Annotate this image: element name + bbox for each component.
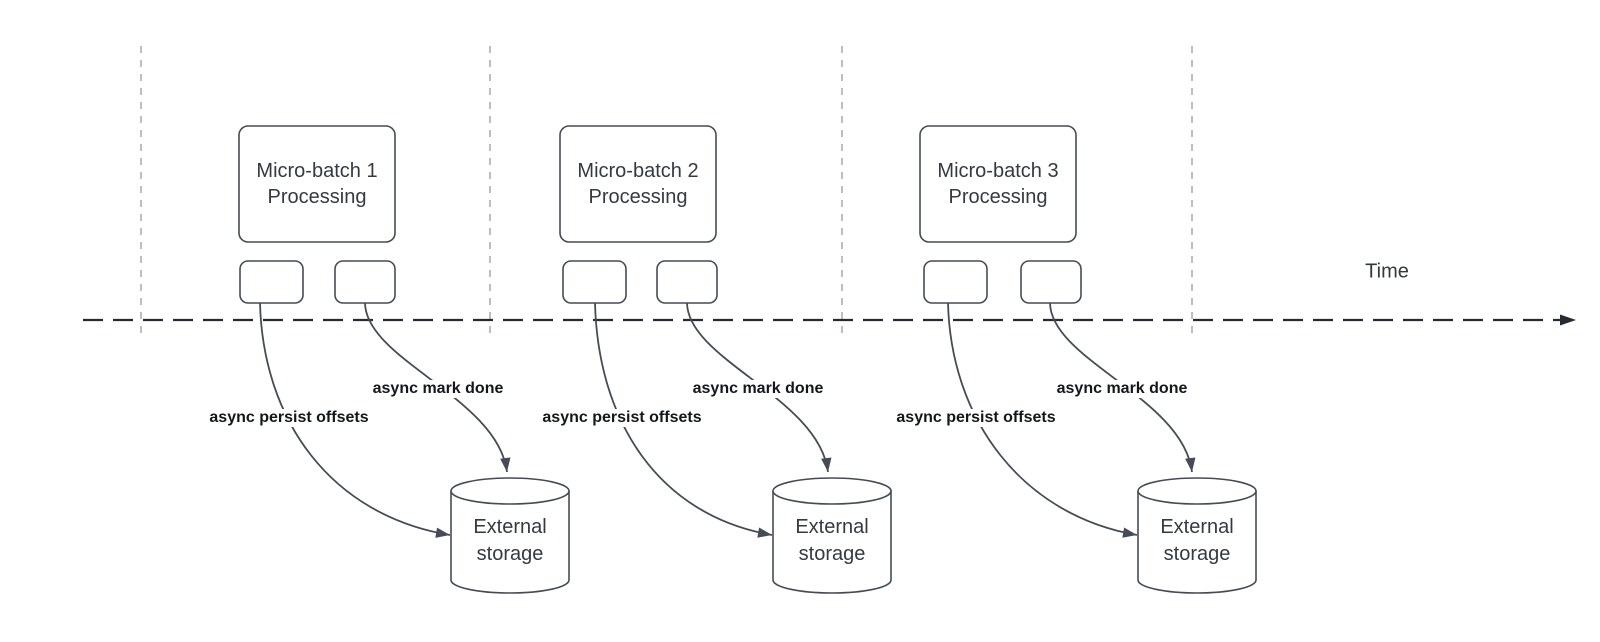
storage-label-line2: storage [476, 543, 544, 565]
storage-label-1: External storage [451, 491, 569, 591]
storage-label-line1: External [473, 516, 547, 538]
offset-task-box-1a [239, 260, 304, 304]
batch-title-line1: Micro-batch 3 [937, 160, 1059, 182]
storage-cylinder-body-2 [772, 491, 892, 594]
persist-offsets-arrow-2 [594, 302, 773, 538]
mark-done-label-3: async mark done [1053, 380, 1191, 398]
offset-task-box-3a [923, 260, 988, 304]
persist-offsets-arrow-1 [259, 302, 451, 538]
persist-offsets-label-3: async persist offsets [893, 409, 1059, 427]
persist-offsets-label-1: async persist offsets [206, 409, 372, 427]
batch-title-line2: Processing [588, 186, 688, 208]
offset-task-box-3b [1020, 260, 1082, 304]
storage-label-line1: External [795, 516, 869, 538]
processing-box-3 [919, 125, 1077, 243]
storage-label-2: External storage [773, 491, 891, 591]
storage-cylinder-top-2 [772, 477, 892, 505]
storage-label-line2: storage [798, 543, 866, 565]
mark-done-label-2: async mark done [689, 380, 827, 398]
storage-cylinder-body-1 [450, 491, 570, 594]
storage-cylinder-body-3 [1137, 491, 1257, 594]
storage-cylinder-top-3 [1137, 477, 1257, 505]
storage-cylinder-top-1 [450, 477, 570, 505]
persist-offsets-label-2: async persist offsets [539, 409, 705, 427]
batch-title-line1: Micro-batch 2 [577, 160, 699, 182]
offset-task-box-2b [656, 260, 718, 304]
storage-label-line1: External [1160, 516, 1234, 538]
processing-box-title-3: Micro-batch 3 Processing [920, 126, 1076, 242]
storage-label-line2: storage [1163, 543, 1231, 565]
storage-label-3: External storage [1138, 491, 1256, 591]
persist-offsets-arrow-3 [947, 302, 1138, 538]
processing-box-2 [559, 125, 717, 243]
offset-task-box-1b [334, 260, 396, 304]
mark-done-label-1: async mark done [369, 380, 507, 398]
offset-task-box-2a [562, 260, 627, 304]
batch-title-line2: Processing [267, 186, 367, 208]
processing-box-1 [238, 125, 396, 243]
processing-box-title-2: Micro-batch 2 Processing [560, 126, 716, 242]
batch-title-line1: Micro-batch 1 [256, 160, 378, 182]
time-axis-label: Time [1365, 260, 1409, 283]
processing-box-title-1: Micro-batch 1 Processing [239, 126, 395, 242]
batch-title-line2: Processing [948, 186, 1048, 208]
